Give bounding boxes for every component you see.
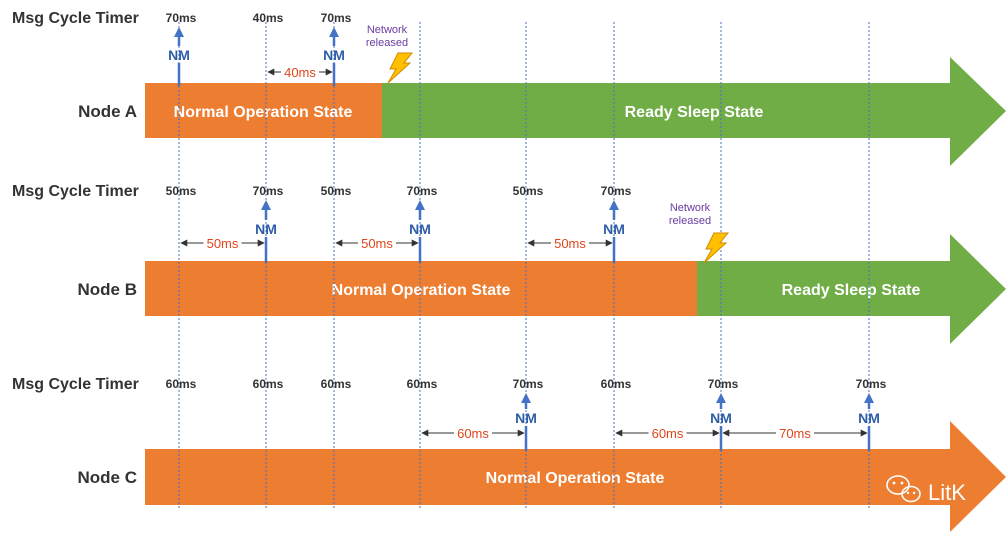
node-a-interval-label-bg [281,63,319,79]
node-a-tick-label: 70ms [166,11,197,25]
node-a-interval-label: 40ms [284,65,316,80]
node-c-nm-arrow-head [716,393,726,403]
node-b-network-released-label: Network [670,202,711,214]
node-a-sleep-state-label: Ready Sleep State [625,104,764,121]
node-a-lightning-icon [387,52,414,84]
node-c-timer-label: Msg Cycle Timer [12,376,139,393]
node-b-nm-arrow-head [261,200,271,210]
node-c-nm-label: NM [515,410,537,426]
node-c-arrow-shape [145,421,1006,532]
node-c-tick-label: 60ms [407,377,438,391]
node-a-label: Node A [78,102,137,121]
node-c-interval-label-bg [454,424,492,440]
node-c-interval-label: 60ms [457,426,489,441]
node-c-interval-label-bg [648,424,687,440]
node-a-normal-state-label: Normal Operation State [174,104,353,121]
node-b-tick-label: 50ms [166,184,197,198]
node-a-nm-arrow-head [329,27,339,37]
node-c-tick-label: 70ms [856,377,887,391]
node-c-normal-state-label: Normal Operation State [486,470,665,487]
node-b-nm-arrow-head [609,200,619,210]
node-b-interval-label: 50ms [207,236,239,251]
node-c-interval-label: 70ms [779,426,811,441]
node-b-tick-label: 70ms [601,184,632,198]
node-b-tick-label: 50ms [513,184,544,198]
node-c-tick-label: 70ms [513,377,544,391]
node-a-timer-label: Msg Cycle Timer [12,10,139,27]
node-c-tick-label: 60ms [321,377,352,391]
node-a-tick-label: 40ms [253,11,284,25]
node-c-nm-arrow-head [521,393,531,403]
node-b-nm-arrow-head [415,200,425,210]
node-a-network-released-label: Network [367,24,408,36]
node-a-timeline: Node A Normal Operation State Ready Slee… [78,57,1006,166]
node-a-nm-label: NM [323,47,345,63]
node-b-interval-label: 50ms [361,236,393,251]
wechat-watermark: LitK [886,475,966,505]
timing-grid-lines [178,22,870,508]
node-b-lightning-icon [703,232,730,264]
node-b-interval-label-bg [358,234,396,250]
node-b-nm-label: NM [409,221,431,237]
node-a-network-released-label: released [366,37,408,49]
node-c-tick-label: 70ms [708,377,739,391]
node-b-label: Node B [78,280,138,299]
node-b-timer-label: Msg Cycle Timer [12,183,139,200]
node-c-nm-label: NM [858,410,880,426]
node-c-nm-label: NM [710,410,732,426]
node-b-normal-state-label: Normal Operation State [332,282,511,299]
node-c-timeline: Node C Normal Operation State [78,421,1006,532]
node-b-nm-label: NM [603,221,625,237]
node-a-normal-state-bar [145,83,382,138]
node-c-tick-label: 60ms [253,377,284,391]
node-b-tick-label: 70ms [253,184,284,198]
node-c-interval-label: 60ms [652,426,684,441]
node-c-tick-label: 60ms [601,377,632,391]
node-c-interval-label-bg [776,424,814,440]
node-b-tick-label: 70ms [407,184,438,198]
node-b-network-released-label: released [669,215,711,227]
node-b-interval-label-bg [551,234,589,250]
node-b-interval-label: 50ms [554,236,586,251]
node-b-sleep-state-label: Ready Sleep State [782,282,921,299]
node-c-tick-label: 60ms [166,377,197,391]
watermark-text: LitK [928,480,966,505]
node-b-interval-label-bg [203,234,242,250]
node-a-nm-label: NM [168,47,190,63]
node-b-timeline: Node B Normal Operation State Ready Slee… [78,234,1006,344]
node-c-label: Node C [78,468,138,487]
node-c-nm-arrow-head [864,393,874,403]
node-b-nm-label: NM [255,221,277,237]
node-b-tick-label: 50ms [321,184,352,198]
node-a-tick-label: 70ms [321,11,352,25]
node-b-normal-state-bar [145,261,697,316]
node-a-nm-arrow-head [174,27,184,37]
wechat-icon [886,475,921,503]
